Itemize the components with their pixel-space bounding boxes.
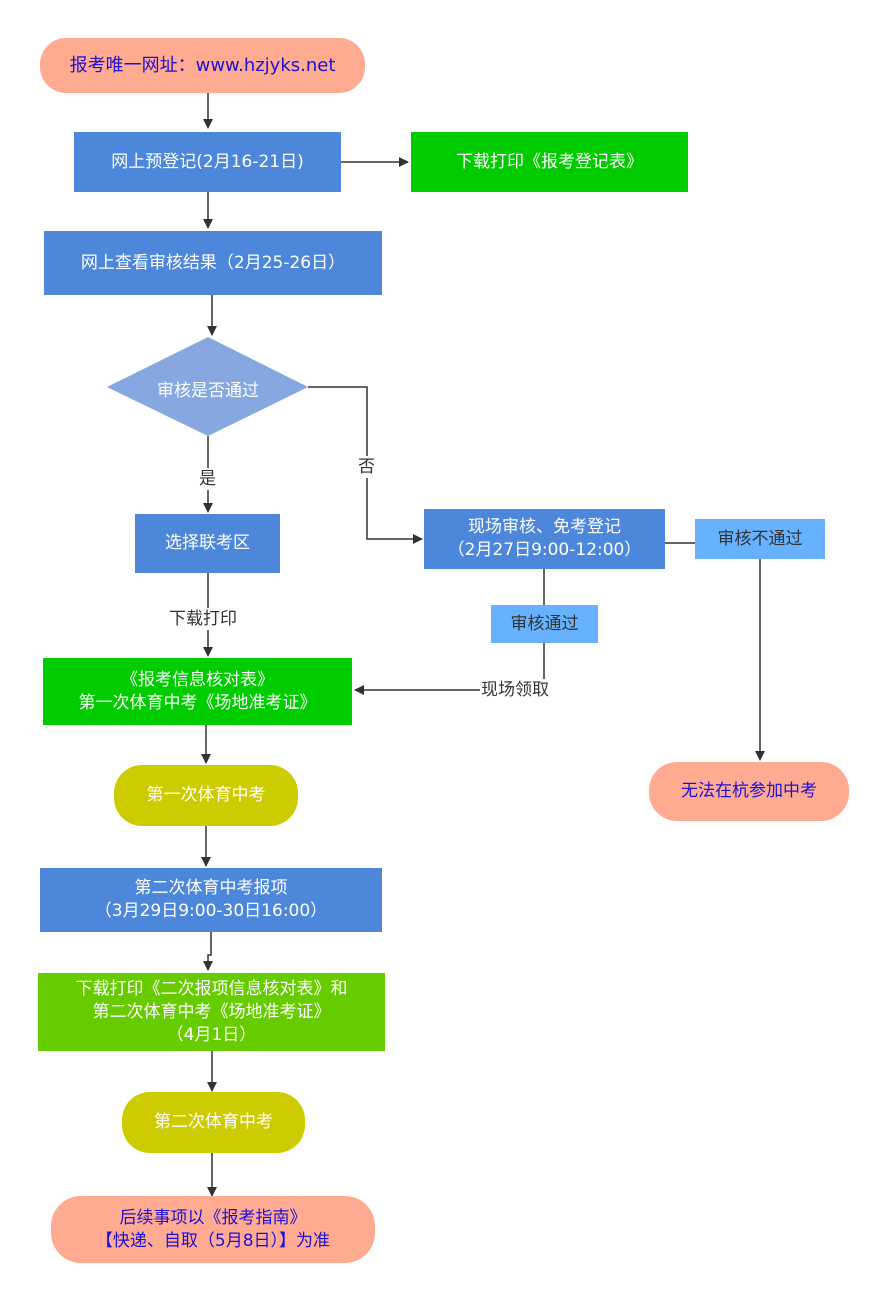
onsite-review-line-1: 现场审核、免考登记	[468, 517, 621, 537]
download-print-label: 下载打印	[168, 608, 238, 630]
followup-line-1: 后续事项以《报考指南》	[119, 1207, 307, 1228]
decision-text: 审核是否通过	[157, 381, 259, 401]
cannot-take-exam-text: 无法在杭参加中考	[681, 781, 817, 801]
decision-diamond	[107, 337, 308, 436]
edge-signup-to-download2	[203, 932, 213, 971]
choose-area-text: 选择联考区	[165, 533, 250, 553]
download-second-forms-line-1: 下载打印《二次报项信息核对表》和	[75, 978, 348, 999]
check-result-text: 网上查看审核结果（2月25-26日）	[80, 252, 346, 273]
review-failed-box: 审核不通过	[695, 519, 825, 559]
second-pe-exam-text: 第二次体育中考	[154, 1112, 273, 1132]
followup-terminal: 后续事项以《报考指南》 【快递、自取（5月8日）】为准	[51, 1196, 375, 1263]
download-register-form-box: 下载打印《报考登记表》	[411, 132, 688, 192]
cannot-take-exam-terminal: 无法在杭参加中考	[649, 762, 849, 821]
download-second-forms-box: 下载打印《二次报项信息核对表》和 第二次体育中考《场地准考证》 （4月1日）	[38, 973, 385, 1051]
start-text: 报考唯一网址：www.hzjyks.net	[69, 55, 336, 76]
second-pe-signup-line-1: 第二次体育中考报项	[134, 878, 288, 898]
first-pe-exam-terminal: 第一次体育中考	[114, 765, 298, 826]
pre-register-text: 网上预登记(2月16-21日)	[111, 151, 304, 172]
download-register-form-text: 下载打印《报考登记表》	[456, 151, 643, 172]
info-check-form-line-2: 第一次体育中考《场地准考证》	[78, 692, 317, 713]
review-passed-box: 审核通过	[491, 605, 598, 643]
no-label: 否	[357, 456, 376, 478]
onsite-review-line-2: （2月27日9:00-12:00）	[447, 540, 642, 560]
first-pe-exam-text: 第一次体育中考	[146, 785, 266, 805]
review-passed-text: 审核通过	[510, 613, 579, 634]
review-failed-text: 审核不通过	[717, 528, 803, 549]
second-pe-exam-terminal: 第二次体育中考	[122, 1092, 305, 1153]
pre-register-box: 网上预登记(2月16-21日)	[74, 132, 341, 192]
info-check-form-line-1: 《报考信息核对表》	[121, 669, 274, 690]
onsite-collect-label: 现场领取	[480, 679, 550, 701]
choose-area-box: 选择联考区	[135, 514, 280, 573]
download-second-forms-line-3: （4月1日）	[166, 1024, 257, 1045]
second-pe-signup-line-2: （3月29日9:00-30日16:00）	[94, 901, 328, 921]
yes-label: 是	[198, 468, 217, 490]
onsite-review-box: 现场审核、免考登记 （2月27日9:00-12:00）	[424, 509, 665, 569]
second-pe-signup-box: 第二次体育中考报项 （3月29日9:00-30日16:00）	[40, 868, 382, 932]
info-check-form-box: 《报考信息核对表》 第一次体育中考《场地准考证》	[43, 658, 352, 725]
download-second-forms-line-2: 第二次体育中考《场地准考证》	[92, 1001, 331, 1022]
followup-line-2: 【快递、自取（5月8日）】为准	[95, 1230, 331, 1251]
check-result-box: 网上查看审核结果（2月25-26日）	[44, 231, 382, 295]
start-terminal: 报考唯一网址：www.hzjyks.net	[40, 38, 365, 93]
